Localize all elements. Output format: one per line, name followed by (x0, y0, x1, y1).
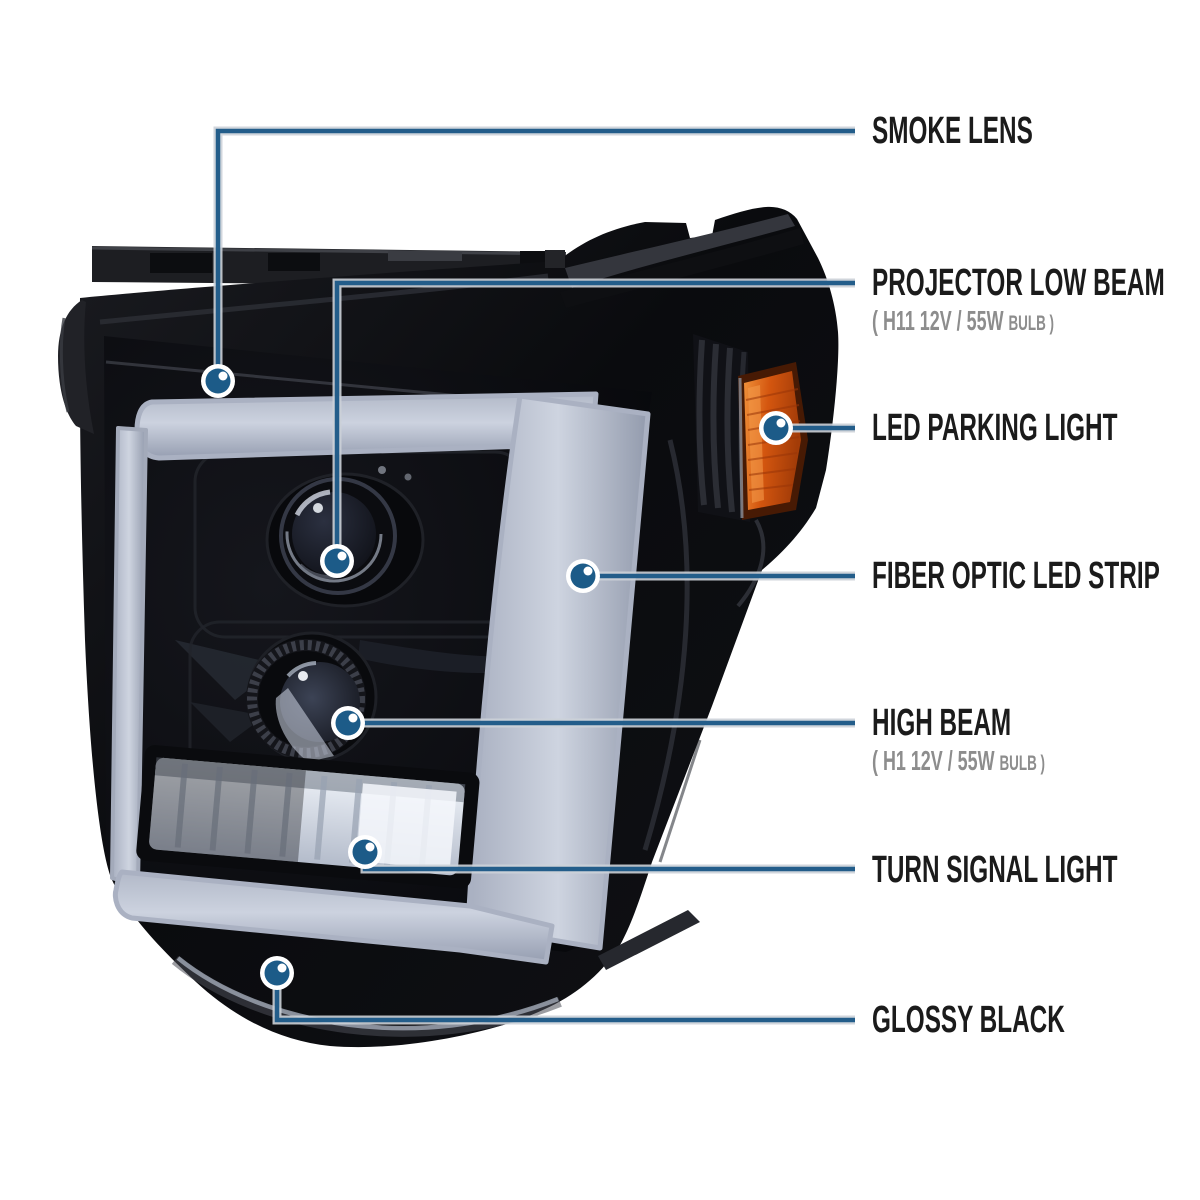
callout-sub-small: BULB ) (1008, 312, 1054, 335)
callout-label: LED PARKING LIGHT (872, 407, 1118, 449)
callout-label: SMOKE LENS (872, 110, 1033, 152)
low-beam-projector (265, 472, 425, 608)
dot-led-parking-light (759, 411, 793, 445)
callout-label: PROJECTOR LOW BEAM (872, 262, 1165, 304)
callout-smoke-lens: SMOKE LENS (872, 109, 1123, 153)
dot-smoke-lens (201, 364, 235, 398)
callout-label: TURN SIGNAL LIGHT (872, 849, 1118, 891)
dot-glossy-black (260, 956, 294, 990)
dot-projector-low-beam (320, 544, 354, 578)
dot-turn-signal-light (348, 835, 382, 869)
callout-sub: ( H11 12V / 55W (872, 305, 1004, 336)
callout-fiber-optic-led-strip: FIBER OPTIC LED STRIP (872, 554, 1200, 598)
callout-label: FIBER OPTIC LED STRIP (872, 555, 1160, 597)
callout-sub: ( H1 12V / 55W (872, 745, 995, 776)
callout-label: HIGH BEAM (872, 702, 1012, 744)
callout-projector-low-beam: PROJECTOR LOW BEAM ( H11 12V / 55W BULB … (872, 261, 1200, 339)
callout-glossy-black: GLOSSY BLACK (872, 998, 1173, 1042)
turn-signal-lens (136, 745, 480, 889)
high-beam-bulb (246, 631, 378, 763)
callout-label: GLOSSY BLACK (872, 999, 1065, 1041)
callout-dots (201, 364, 793, 990)
callout-high-beam: HIGH BEAM ( H1 12V / 55W BULB ) (872, 701, 1142, 779)
fiber-optic-led-strip-bar (110, 391, 651, 965)
dot-high-beam (331, 706, 365, 740)
callout-sub-small: BULB ) (999, 752, 1046, 775)
callout-led-parking-light: LED PARKING LIGHT (872, 406, 1200, 450)
callout-turn-signal-light: TURN SIGNAL LIGHT (872, 848, 1200, 892)
dot-fiber-optic-led-strip (566, 559, 600, 593)
